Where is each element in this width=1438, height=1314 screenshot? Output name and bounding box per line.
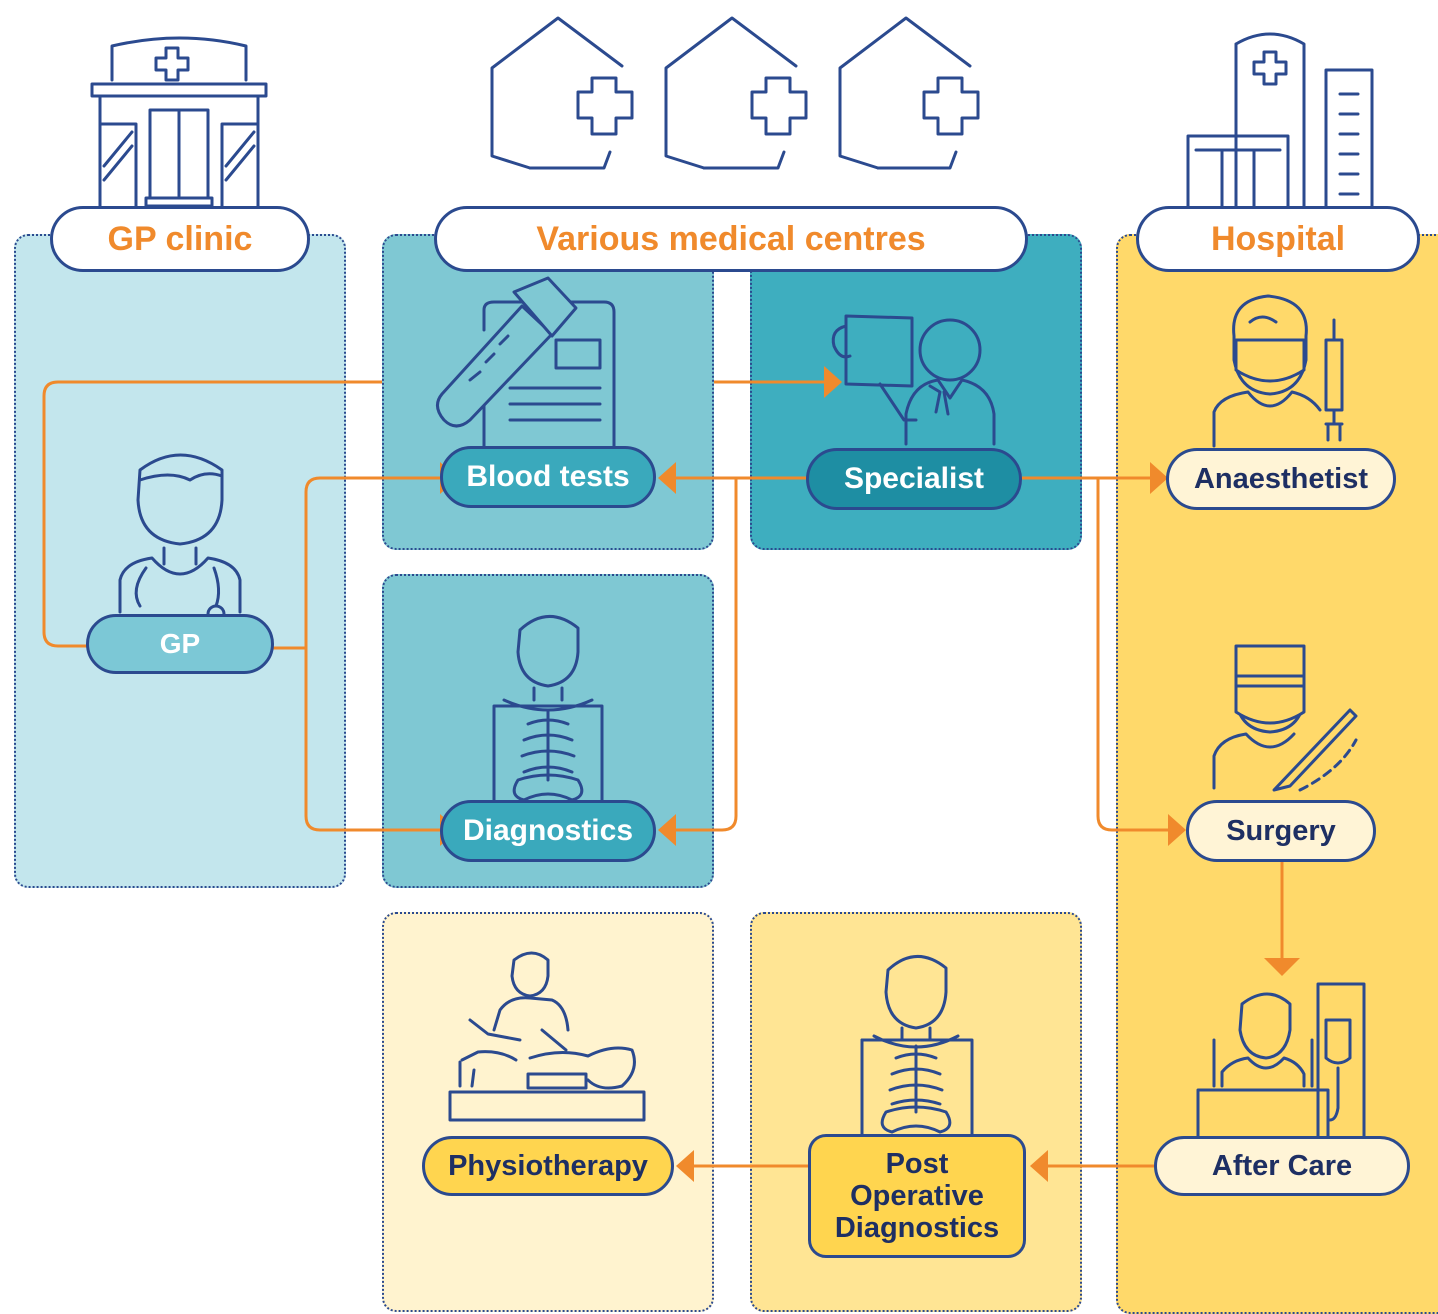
doctor-icon: [118, 453, 242, 624]
hospital-header: Hospital: [1136, 206, 1420, 272]
clinic-building-icon: [90, 36, 268, 208]
diagnostics-node: Diagnostics: [440, 800, 656, 862]
post-op-xray-icon: [860, 955, 974, 1140]
hospital-building-icon: [1186, 32, 1374, 208]
blood-test-icon: [436, 276, 616, 448]
medical-centre-icon: [490, 16, 980, 170]
specialist-icon: [831, 314, 996, 446]
anaesthetist-icon: [1212, 294, 1344, 448]
anaesthetist-node: Anaesthetist: [1166, 448, 1396, 510]
blood-tests-node: Blood tests: [440, 446, 656, 508]
xray-icon: [492, 615, 604, 808]
patient-bed-icon: [1196, 982, 1366, 1138]
gp-node: GP: [86, 614, 274, 674]
post-op-line-2: Operative: [850, 1180, 984, 1212]
surgeon-icon: [1212, 644, 1358, 792]
physiotherapy-icon: [448, 951, 646, 1122]
after-care-node: After Care: [1154, 1136, 1410, 1196]
post-op-diagnostics-node: Post Operative Diagnostics: [808, 1134, 1026, 1258]
post-op-line-1: Post: [885, 1148, 949, 1180]
physiotherapy-node: Physiotherapy: [422, 1136, 674, 1196]
gp-clinic-header: GP clinic: [50, 206, 310, 272]
specialist-node: Specialist: [806, 448, 1022, 510]
gp-clinic-panel: [14, 234, 346, 888]
medical-centres-header: Various medical centres: [434, 206, 1028, 272]
post-op-line-3: Diagnostics: [834, 1212, 1000, 1244]
hospital-panel: [1116, 234, 1438, 1314]
surgery-node: Surgery: [1186, 800, 1376, 862]
